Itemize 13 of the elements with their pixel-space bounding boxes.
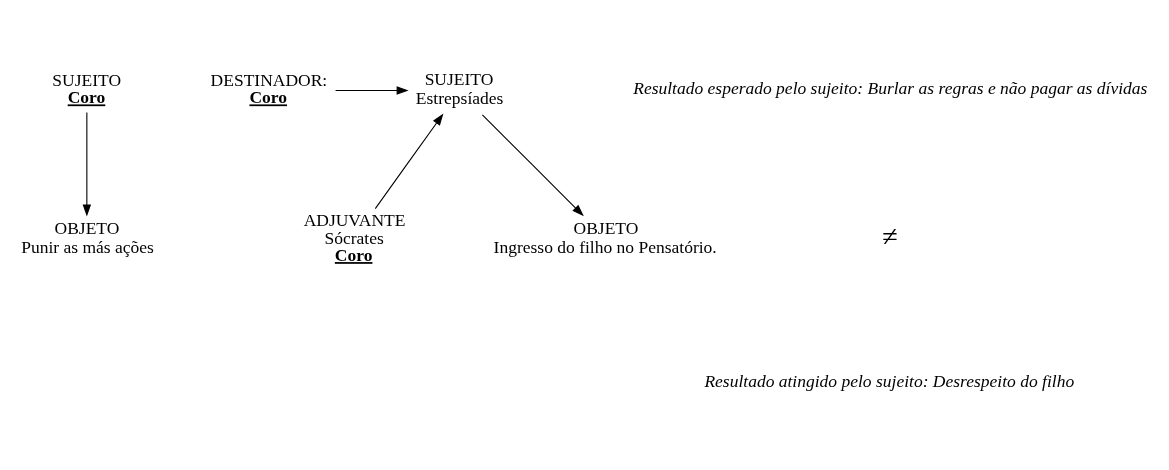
node-text: SUJEITO Coro <box>52 69 122 108</box>
arrow <box>82 112 92 217</box>
node-text: SUJEITO Estrepsíades <box>415 68 504 109</box>
node-text: ADJUVANTE Sócrates Coro <box>303 210 406 266</box>
node-text: OBJETO Ingresso do filho no Pensatório. <box>493 217 717 258</box>
label: Resultado atingido pelo sujeito: Desrespeito do filho <box>704 370 1075 391</box>
label: Resultado esperado pelo sujeito: Burlar as regras e não pagar as dívidas <box>633 77 1148 98</box>
label: ≠ <box>882 221 898 253</box>
node-text: DESTINADOR: Coro <box>210 69 328 108</box>
arrow <box>335 86 409 95</box>
arrow <box>374 113 444 210</box>
node-text: OBJETO Punir as más ações <box>21 217 154 258</box>
arrow <box>481 114 584 217</box>
